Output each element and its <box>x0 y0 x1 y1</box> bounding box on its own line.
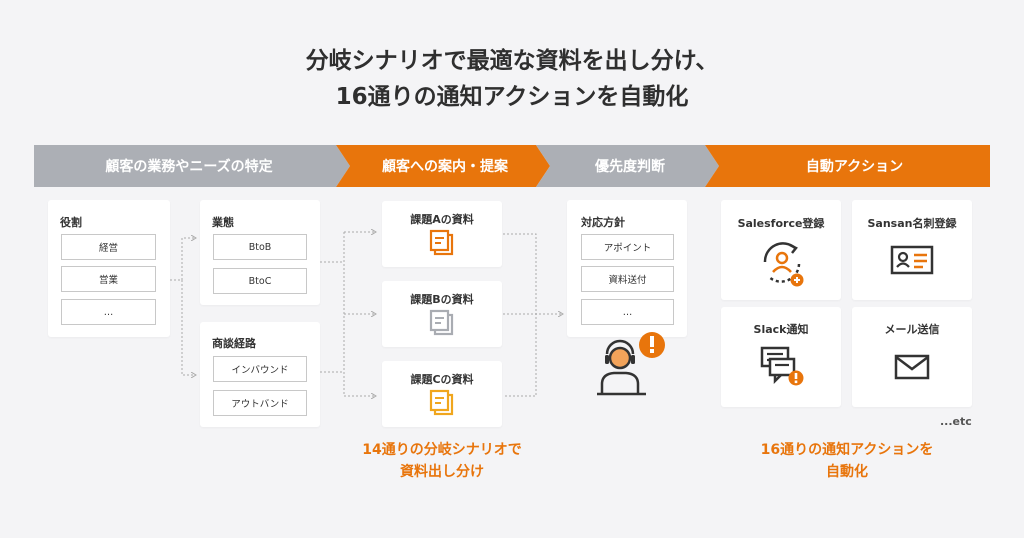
action-card-salesforce: Salesforce登録 <box>721 200 841 300</box>
action-card-mail: メール送信 <box>852 307 972 407</box>
step-label-4: 自動アクション <box>805 159 904 175</box>
action-slack-label: Slack通知 <box>753 323 809 336</box>
role-item-3: … <box>61 299 156 325</box>
business-item-1: BtoB <box>213 234 307 260</box>
caption-left-line2: 資料出し分け <box>400 464 484 480</box>
connector-middle <box>320 261 344 373</box>
caption-left: 14通りの分岐シナリオで 資料出し分け <box>342 439 542 483</box>
action-card-sansan: Sansan名刺登録 <box>852 200 972 300</box>
caption-right: 16通りの通知アクションを 自動化 <box>737 439 957 483</box>
step-label-2: 顧客への案内・提案 <box>382 159 508 175</box>
policy-card: 対応方針 アポイント 資料送付 … <box>567 200 687 337</box>
caption-right-line2: 自動化 <box>826 464 868 480</box>
material-card-c: 課題Cの資料 <box>382 361 502 427</box>
chevron-step-4-shape <box>705 145 990 187</box>
chat-alert-icon <box>760 346 804 386</box>
role-label: 役割 <box>60 216 82 229</box>
channel-item-2: アウトバンド <box>213 390 307 416</box>
material-b-label: 課題Bの資料 <box>410 293 474 306</box>
channel-label: 商談経路 <box>212 337 256 350</box>
action-sansan-label: Sansan名刺登録 <box>867 217 957 230</box>
business-card-icon <box>890 245 934 275</box>
policy-label: 対応方針 <box>581 216 625 229</box>
role-item-2: 営業 <box>61 266 156 292</box>
role-card: 役割 経営 営業 … <box>48 200 170 337</box>
chevron-step-2-shape <box>336 145 550 187</box>
role-item-1: 経営 <box>61 234 156 260</box>
document-gray-icon <box>429 309 454 336</box>
channel-card: 商談経路 インバウンド アウトバンド <box>200 322 320 427</box>
mail-icon <box>894 354 930 380</box>
connector-role <box>170 238 196 281</box>
connector-materials <box>503 233 537 397</box>
policy-item-2: 資料送付 <box>581 266 674 292</box>
document-orange-icon <box>429 229 454 256</box>
step-label-3: 優先度判断 <box>595 159 665 175</box>
action-mail-label: メール送信 <box>884 323 940 336</box>
etc-label: ...etc <box>940 415 972 428</box>
material-card-b: 課題Bの資料 <box>382 281 502 347</box>
business-label: 業態 <box>212 216 234 229</box>
material-card-a: 課題Aの資料 <box>382 201 502 267</box>
channel-item-1: インバウンド <box>213 356 307 382</box>
step-label-1: 顧客の業務やニーズの特定 <box>105 159 273 175</box>
user-sync-icon <box>763 242 804 287</box>
caption-left-line1: 14通りの分岐シナリオで <box>362 442 522 458</box>
caption-right-line1: 16通りの通知アクションを <box>760 442 934 458</box>
action-salesforce-label: Salesforce登録 <box>737 217 825 230</box>
policy-item-1: アポイント <box>581 234 674 260</box>
material-c-label: 課題Cの資料 <box>410 373 474 386</box>
chevron-step-3-shape <box>536 145 719 187</box>
action-card-slack: Slack通知 <box>721 307 841 407</box>
chevron-step-1-shape <box>34 145 350 187</box>
policy-item-3: … <box>581 299 674 325</box>
material-a-label: 課題Aの資料 <box>410 213 474 226</box>
document-yellow-icon <box>429 389 454 416</box>
operator-alert-icon <box>597 332 665 396</box>
business-item-2: BtoC <box>213 268 307 294</box>
page-title-line1: 分岐シナリオで最適な資料を出し分け、 <box>305 48 719 74</box>
business-card: 業態 BtoB BtoC <box>200 200 320 305</box>
page-title-line2: 16通りの通知アクションを自動化 <box>335 84 689 110</box>
